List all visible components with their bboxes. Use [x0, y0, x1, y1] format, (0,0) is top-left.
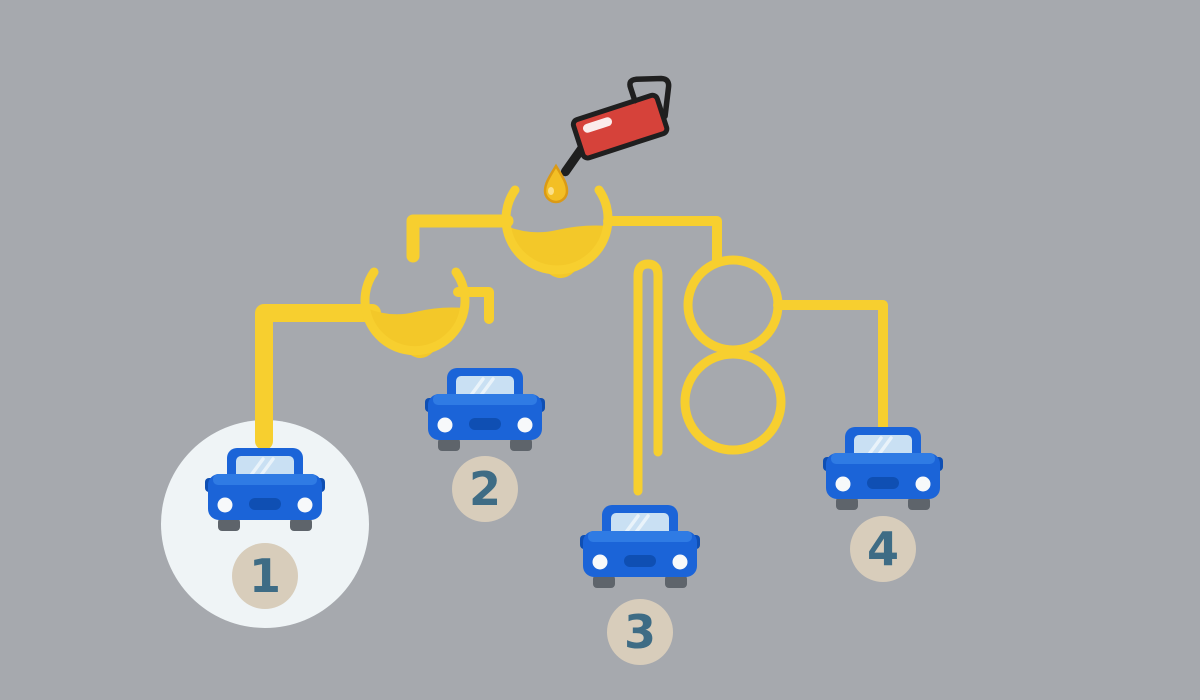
car-number-badge-4[interactable]: 4 — [850, 516, 916, 582]
badge-circle[interactable] — [232, 543, 298, 609]
car-number-badge-2[interactable]: 2 — [452, 456, 518, 522]
car-number-label: 3 — [624, 605, 656, 659]
left-funnel-outline — [360, 267, 470, 356]
badge-circle[interactable] — [607, 599, 673, 665]
left-funnel — [360, 267, 470, 359]
pipe-to-car-3 — [633, 259, 663, 496]
fuel-nozzle-icon — [560, 75, 672, 177]
top-funnel — [501, 185, 613, 279]
pipe-network — [255, 214, 888, 496]
highlight-circle — [161, 420, 369, 628]
nozzle-glare — [583, 117, 612, 133]
car-number-label: 2 — [469, 462, 501, 516]
pipe-loop-lower — [680, 349, 786, 455]
badge-circle[interactable] — [850, 516, 916, 582]
top-funnel-liquid — [506, 225, 608, 268]
badge-circle[interactable] — [452, 456, 518, 522]
pipe-to-car-1 — [255, 304, 381, 450]
top-funnel-outline — [501, 185, 613, 275]
left-funnel-liquid — [366, 307, 464, 349]
car-number-badge-3[interactable]: 3 — [607, 599, 673, 665]
pipe-top-left — [406, 214, 514, 263]
pipe-to-car-4 — [773, 300, 888, 436]
pipe-top-right — [603, 216, 722, 267]
nozzle-body — [570, 92, 670, 161]
car-number-badge-1[interactable]: 1 — [232, 543, 298, 609]
car-number-label: 4 — [867, 522, 899, 576]
car-number-label: 1 — [249, 549, 281, 603]
fuel-drop-glint — [548, 187, 554, 195]
nozzle-handle — [627, 75, 672, 119]
